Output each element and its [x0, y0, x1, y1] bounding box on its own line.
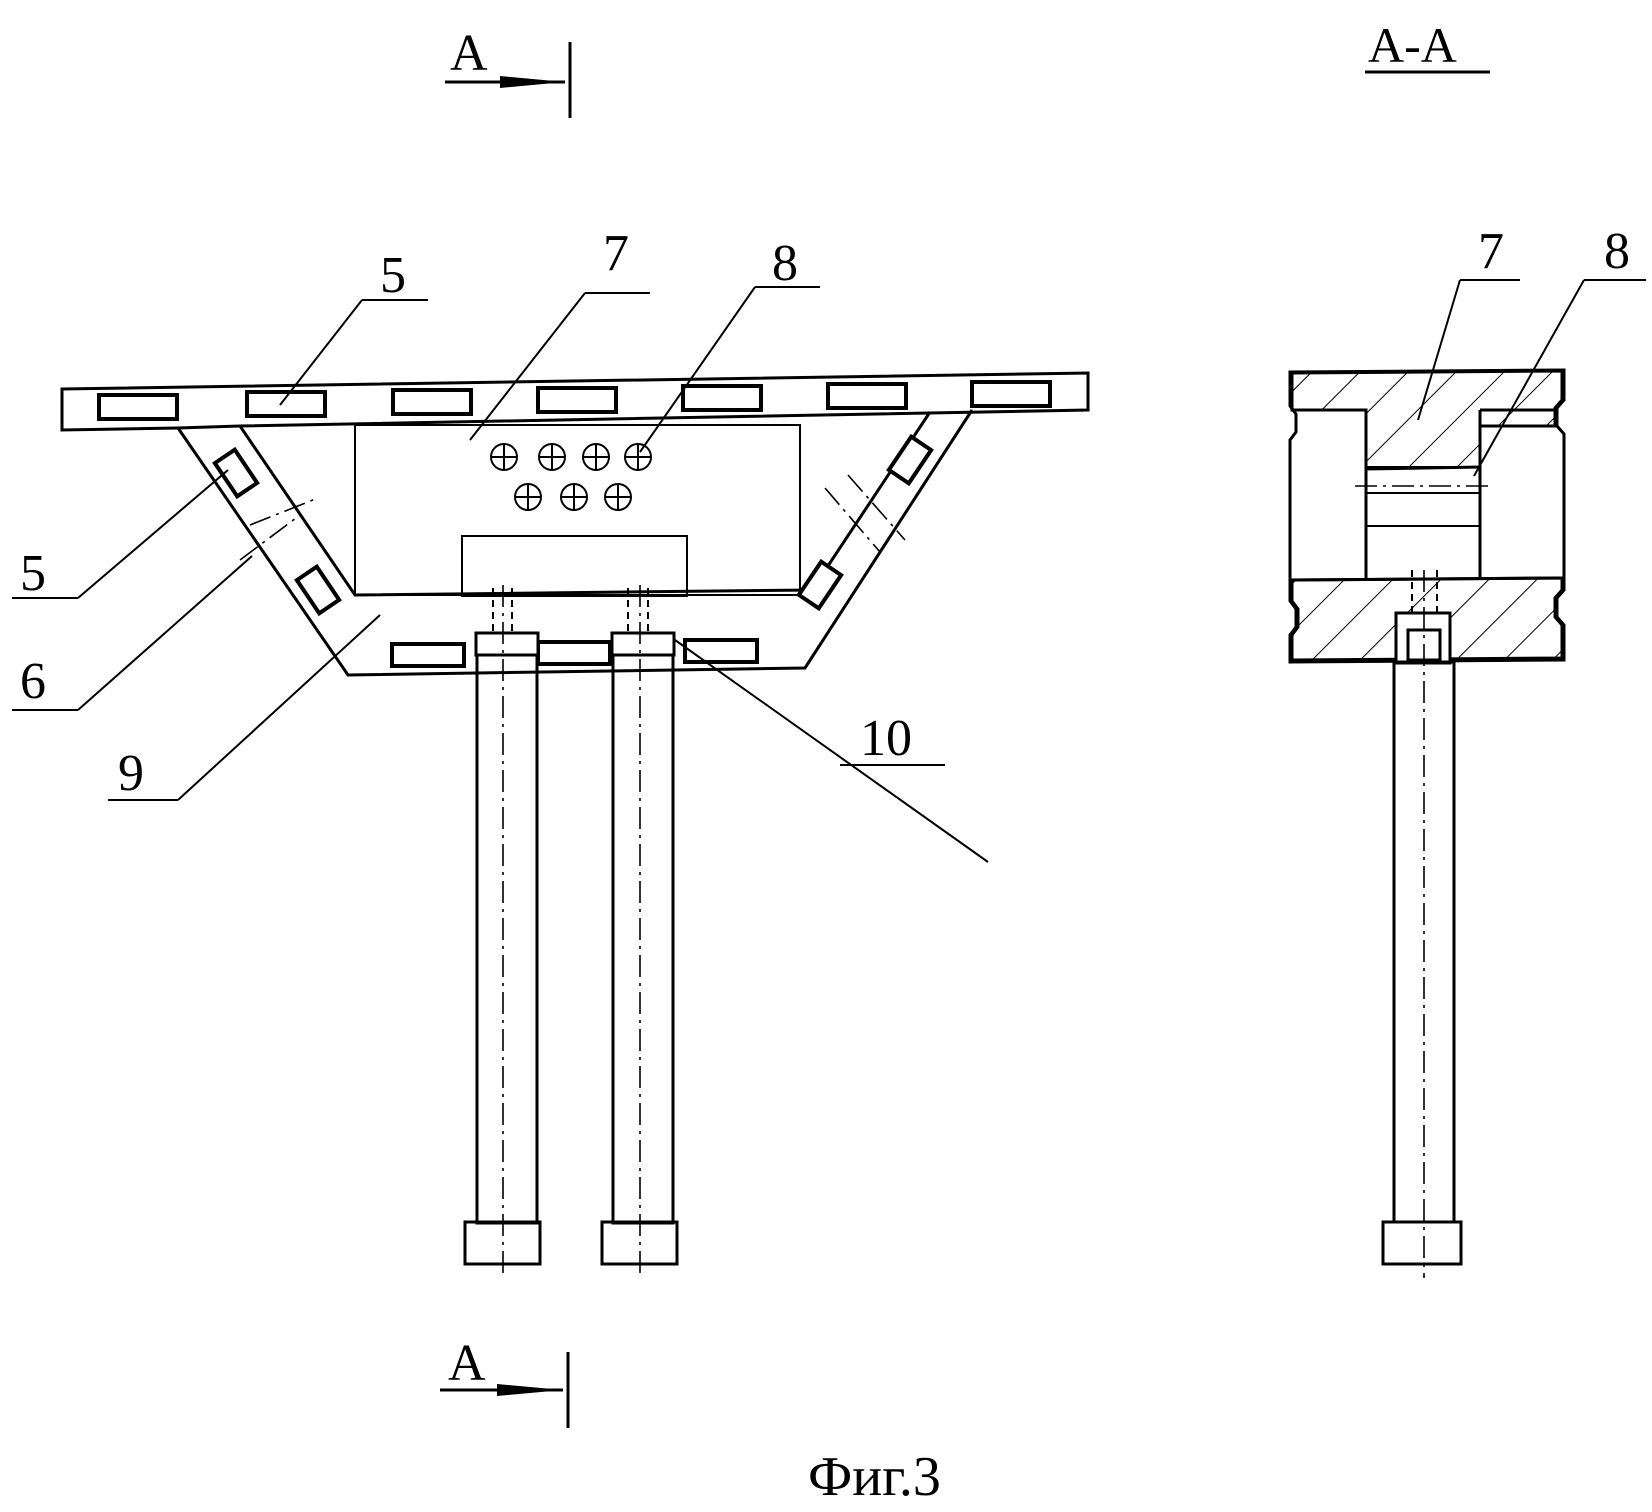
trapezoid-frame — [176, 409, 974, 677]
slot — [681, 384, 763, 412]
bolt — [624, 443, 652, 471]
pile-left — [463, 585, 542, 1278]
section-mark-top: A — [445, 25, 572, 118]
label-5-top: 5 — [380, 247, 406, 304]
trapezoid-inner — [238, 411, 932, 597]
upper-hatched-block — [1290, 369, 1564, 471]
section-label-7: 7 — [1478, 223, 1504, 280]
bolt — [514, 483, 542, 511]
arrow-bottom — [497, 1384, 563, 1396]
front-callouts: 5 7 8 5 6 9 10 — [12, 225, 989, 863]
bolt — [604, 483, 632, 511]
bolt — [538, 443, 566, 471]
pile-right — [600, 585, 679, 1278]
bolt — [490, 443, 518, 471]
bolt — [582, 443, 610, 471]
section-title: A-A — [1368, 17, 1457, 73]
section-letter-top: A — [450, 25, 488, 82]
front-view: 5 7 8 5 6 9 10 — [12, 225, 1090, 1278]
bolt-circles — [490, 443, 652, 511]
slot — [536, 640, 612, 666]
arrow-top — [500, 76, 565, 88]
slot — [212, 446, 260, 500]
label-9: 9 — [118, 745, 144, 802]
slot — [796, 558, 844, 612]
slot — [826, 382, 908, 410]
label-8: 8 — [772, 235, 798, 292]
slot — [97, 393, 179, 421]
label-7: 7 — [603, 225, 629, 282]
section-mark-bottom: A — [440, 1335, 570, 1428]
slot — [970, 380, 1052, 408]
slot — [391, 388, 473, 416]
slot — [294, 563, 342, 617]
slot — [390, 642, 466, 668]
section-view: 7 8 — [1288, 223, 1646, 1278]
lower-box — [461, 535, 688, 597]
label-5-left: 5 — [20, 545, 46, 602]
bolt — [560, 483, 588, 511]
label-6: 6 — [20, 653, 46, 710]
section-letter-bottom: A — [448, 1335, 486, 1392]
slot — [536, 386, 618, 414]
label-10: 10 — [860, 710, 912, 767]
section-outline — [1288, 368, 1566, 664]
slot — [245, 390, 327, 418]
slot — [886, 433, 934, 487]
slot — [683, 638, 759, 664]
deck-slots — [97, 380, 1052, 421]
section-title-group: A-A — [1365, 17, 1490, 74]
figure-caption: Фиг.3 — [808, 1446, 941, 1508]
section-label-8: 8 — [1604, 223, 1630, 280]
